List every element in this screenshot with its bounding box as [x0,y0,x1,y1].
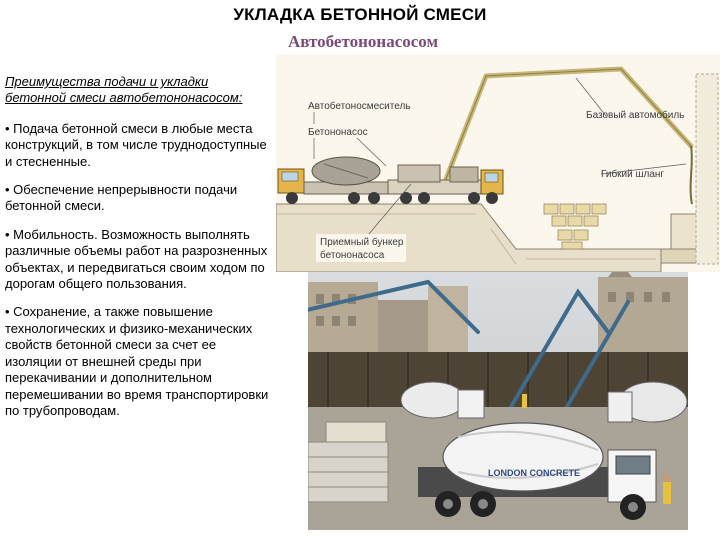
pump-truck [387,164,504,204]
back-mixer-trucks [400,381,688,423]
flexible-hose [689,145,693,205]
main-mixer-truck: LONDON CONCRETE [418,422,657,520]
material-stacks [308,421,389,503]
foundation-pillar [660,73,719,265]
advantage-item: • Подача бетонной смеси в любые места ко… [5,120,267,169]
formwork [543,203,607,250]
label-pump: Бетононасос [308,127,368,138]
label-hopper-line2: бетононасоса [320,249,385,261]
advantage-item: • Мобильность. Возможность выполнять раз… [5,226,268,292]
truck-logo: LONDON CONCRETE [488,468,580,478]
page-title: УКЛАДКА БЕТОННОЙ СМЕСИ [233,5,487,24]
pump-diagram-drawing: Автобетоносмеситель Бетононасос Базовый … [276,66,719,272]
pump-diagram: Автобетоносмеситель Бетононасос Базовый … [276,54,720,272]
diagram-labels: Автобетоносмеситель Бетононасос Базовый … [306,98,684,262]
label-hose: Гибкий шланг [601,168,664,180]
label-base-vehicle: Базовый автомобиль [586,109,684,121]
pump-boom-outline [445,68,692,180]
advantage-item: • Сохранение, а также повышение технолог… [5,304,269,418]
label-hopper-line1: Приемный бункер [320,236,404,248]
photo-pump-booms [308,279,630,424]
advantage-item: • Обеспечение непрерывности подачи бетон… [5,182,238,214]
advantages-heading: Преимущества подачи и укладки бетонной с… [5,74,243,106]
advantages-text: Преимущества подачи и укладки бетонной с… [5,74,269,431]
page-subtitle: Автобетононасосом [288,32,439,51]
ground-hatching [276,213,656,265]
site-photo-drawing: LONDON CONCRETE [308,272,688,530]
construction-site-photo: LONDON CONCRETE [308,272,688,530]
mixer-truck [277,156,395,204]
workers [522,394,671,504]
label-mixer: Автобетоносмеситель [308,100,411,112]
